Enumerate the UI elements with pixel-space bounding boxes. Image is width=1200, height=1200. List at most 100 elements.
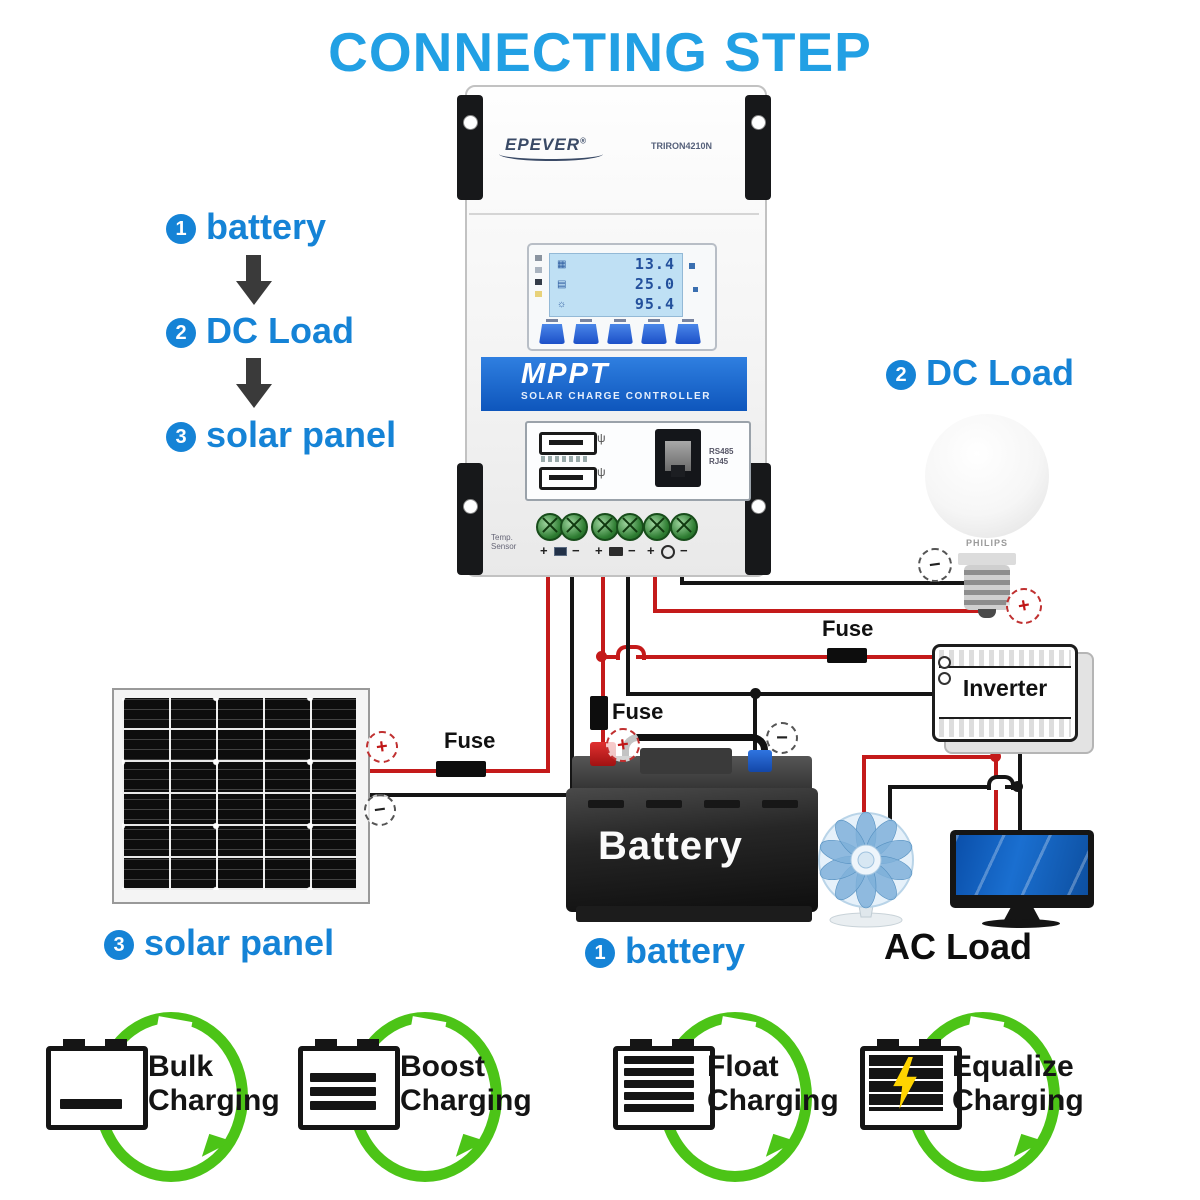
step-3-label: solar panel: [206, 414, 397, 455]
load-minus-mark: −: [680, 543, 688, 558]
lcd-row-load: ☼ 95.4: [550, 294, 682, 314]
monitor-base: [982, 919, 1060, 928]
monitor-screen: [956, 835, 1088, 895]
solar-panel-icon: [554, 547, 567, 556]
wire-fan-live: [862, 755, 866, 815]
step-1-number: 1: [166, 214, 196, 244]
mounting-hole: [751, 499, 766, 514]
lcd-battery-value: 25.0: [634, 275, 675, 293]
float-battery-icon: [613, 1039, 715, 1130]
battery-fuse: [590, 696, 608, 730]
down-arrow-icon: [236, 358, 272, 408]
inverter-fuse: [827, 648, 867, 663]
brand-logo: EPEVER®: [499, 135, 603, 161]
inverter-input-terminal: [938, 672, 951, 685]
lcd-row-solar: ▦ 13.4: [550, 254, 682, 274]
terminal-solar-negative[interactable]: [560, 513, 588, 541]
mppt-title: MPPT: [521, 358, 610, 390]
lcd-side-icons: [535, 255, 543, 315]
battery-body-text: Battery: [598, 824, 743, 868]
battery-label-number: 1: [585, 938, 615, 968]
controller-button[interactable]: [607, 319, 633, 344]
dc-load-label: DC Load: [926, 352, 1074, 393]
model-number: TRIRON4210N: [651, 141, 713, 151]
wire-fan-neutral: [1005, 785, 1022, 789]
bulb-screw-base: [964, 565, 1010, 610]
usb-port[interactable]: [539, 467, 597, 490]
monitor-stand: [1004, 908, 1040, 920]
bulk-battery-icon: [46, 1039, 148, 1130]
inverter-label: Inverter: [962, 675, 1048, 701]
bulb-neck: [958, 553, 1016, 565]
wire-fan-neutral: [888, 785, 892, 830]
terminal-load-negative[interactable]: [670, 513, 698, 541]
equalize-charging-label: Equalize Charging: [952, 1050, 1084, 1117]
usb-symbol-icon: ψ: [597, 465, 606, 479]
button-row: [539, 319, 705, 344]
wire-load-negative: [680, 581, 1010, 585]
terminal-battery-positive[interactable]: [591, 513, 619, 541]
lcd-load-value: 95.4: [634, 295, 675, 313]
wire-load-positive: [653, 609, 983, 613]
lcd-unit-mark: [689, 263, 695, 269]
terminal-battery-negative[interactable]: [616, 513, 644, 541]
rj45-port[interactable]: [655, 429, 701, 487]
wire-solar-positive: [546, 575, 550, 773]
rj45-label: RS485 RJ45: [709, 447, 734, 466]
controller-button[interactable]: [539, 319, 565, 344]
terminal-load-positive[interactable]: [643, 513, 671, 541]
charge-controller: EPEVER® TRIRON4210N ▦ 13.4 ▤ 25.0: [455, 85, 773, 577]
indicator-icon: [535, 267, 542, 273]
fan: [818, 811, 914, 928]
wire-battery-to-inverter: [636, 655, 940, 659]
mppt-subtitle: SOLAR CHARGE CONTROLLER: [521, 391, 712, 402]
inverter: Inverter: [932, 644, 1078, 742]
load-plus-mark: +: [647, 543, 655, 558]
mppt-banner: MPPT SOLAR CHARGE CONTROLLER: [481, 357, 747, 411]
wire-battery-negative-drop: [753, 692, 757, 754]
lcd-row-battery: ▤ 25.0: [550, 274, 682, 294]
step-3-number: 3: [166, 422, 196, 452]
boost-charging-label: Boost Charging: [400, 1050, 532, 1117]
bulk-charging-label: Bulk Charging: [148, 1050, 280, 1117]
step-2-label: DC Load: [206, 310, 354, 351]
wire-solar-negative: [570, 575, 574, 797]
wire-battery-positive: [601, 575, 605, 761]
dc-load-label-number: 2: [886, 360, 916, 390]
float-charging-label: Float Charging: [707, 1050, 839, 1117]
usb-port[interactable]: [539, 432, 597, 455]
solar-panel-label-number: 3: [104, 930, 134, 960]
inverter-input-terminal: [938, 656, 951, 669]
battery-plus-mark: +: [595, 543, 603, 558]
step-1-label: battery: [206, 206, 327, 247]
solar-fuse-label: Fuse: [444, 728, 496, 753]
interface-panel: ψ ψ RS485 RJ45: [525, 421, 751, 501]
dc-load-icon: ☼: [557, 298, 567, 310]
ac-load-label: AC Load: [884, 926, 1032, 967]
battery-label: battery: [625, 930, 746, 971]
mounting-bracket: [457, 95, 483, 200]
registered-mark: ®: [579, 136, 587, 146]
mounting-hole: [463, 115, 478, 130]
controller-button[interactable]: [641, 319, 667, 344]
equalize-battery-icon: [860, 1039, 962, 1130]
battery-base: [576, 906, 812, 922]
light-bulb: [925, 414, 1049, 538]
solar-plus-mark: +: [540, 543, 548, 558]
panel-seam: [469, 213, 759, 215]
temp-sensor-label: Temp. Sensor: [491, 533, 517, 551]
controller-button[interactable]: [675, 319, 701, 344]
lcd-module: ▦ 13.4 ▤ 25.0 ☼ 95.4: [527, 243, 717, 351]
battery-top-boss: [640, 748, 732, 774]
mounting-bracket: [457, 463, 483, 575]
solar-fuse: [436, 761, 486, 777]
battery-minus-mark: −: [628, 543, 636, 558]
wire-fan-neutral: [888, 785, 989, 789]
page-title: CONNECTING STEP: [328, 21, 872, 83]
mounting-hole: [751, 115, 766, 130]
step-2-number: 2: [166, 318, 196, 348]
solar-panel-label: solar panel: [144, 922, 335, 963]
wire-fan-live: [862, 755, 996, 759]
solar-minus-mark: −: [572, 543, 580, 558]
controller-button[interactable]: [573, 319, 599, 344]
